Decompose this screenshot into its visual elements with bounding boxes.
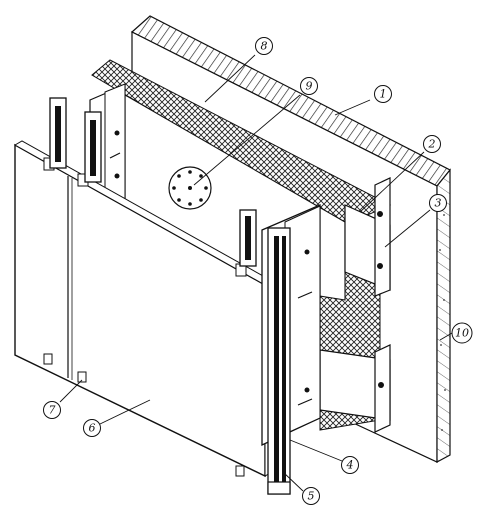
right-hanger-assembly xyxy=(239,209,291,495)
svg-text:8: 8 xyxy=(261,40,268,53)
callout-3: 3 xyxy=(429,194,447,212)
wall-side-face xyxy=(436,168,451,464)
svg-text:7: 7 xyxy=(49,404,56,417)
svg-text:1: 1 xyxy=(380,88,387,101)
callout-9: 9 xyxy=(300,77,318,95)
angle-bracket-upper xyxy=(344,177,391,297)
leader-2 xyxy=(359,151,425,213)
callout-7: 7 xyxy=(43,401,61,419)
leader-10 xyxy=(439,332,453,341)
wall-speckle xyxy=(439,214,446,431)
svg-text:5: 5 xyxy=(308,490,315,503)
leader-3 xyxy=(384,209,431,248)
leader-5 xyxy=(282,471,304,492)
callout-5: 5 xyxy=(302,487,320,505)
leader-7 xyxy=(59,379,83,403)
callout-10: 10 xyxy=(451,322,473,344)
callouts: 1 2 3 4 5 6 7 8 xyxy=(43,37,473,505)
callout-8: 8 xyxy=(255,37,273,55)
svg-text:3: 3 xyxy=(435,197,442,210)
callout-2: 2 xyxy=(423,135,441,153)
svg-text:2: 2 xyxy=(428,138,436,151)
callout-4: 4 xyxy=(341,456,359,474)
leader-4 xyxy=(289,439,343,462)
left-hanger-assembly xyxy=(49,97,102,183)
leader-1 xyxy=(334,99,371,116)
svg-text:10: 10 xyxy=(455,327,469,340)
svg-text:6: 6 xyxy=(89,422,96,435)
leader-8 xyxy=(204,54,256,103)
leader-lines xyxy=(59,54,453,492)
callout-1: 1 xyxy=(374,85,392,103)
leader-6 xyxy=(99,399,151,425)
leader-9 xyxy=(193,94,301,186)
svg-text:9: 9 xyxy=(306,80,313,93)
callout-6: 6 xyxy=(83,419,101,437)
svg-text:4: 4 xyxy=(346,459,354,472)
insulation-anchor-disc xyxy=(168,166,212,210)
